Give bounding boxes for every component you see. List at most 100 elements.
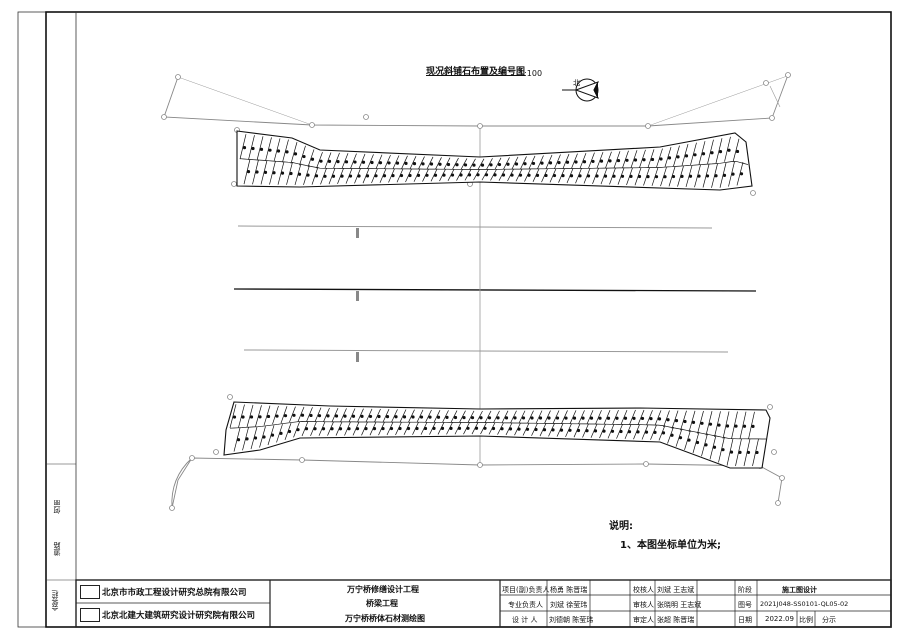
org-logo-1 bbox=[80, 585, 100, 599]
upper-stone-stone-mark bbox=[242, 146, 247, 150]
upper-stone-stone-mark bbox=[731, 172, 735, 176]
lower-stone-joint bbox=[306, 407, 313, 422]
upper-stone-stone-mark bbox=[272, 171, 276, 175]
check-1: 校核人 bbox=[633, 586, 654, 594]
lower-stone-joint bbox=[280, 406, 288, 424]
upper-stone-joint bbox=[477, 158, 485, 170]
lower-stone-joint bbox=[297, 406, 305, 422]
org-name-1: 北京市市政工程设计研究总院有限公司 bbox=[102, 588, 247, 598]
lower-stone-stone-mark bbox=[712, 445, 717, 449]
lower-stone-stone-mark bbox=[657, 417, 662, 421]
upper-stone-stone-mark bbox=[701, 152, 706, 156]
upper-stone-stone-mark bbox=[654, 175, 659, 179]
upper-stone-joint bbox=[656, 148, 663, 168]
lower-stone-stone-mark bbox=[734, 424, 738, 428]
lower-stone-stone-mark bbox=[606, 416, 611, 420]
lower-stone-stone-mark bbox=[462, 415, 466, 420]
lower-stone-stone-mark bbox=[360, 414, 364, 418]
upper-bridge-outline bbox=[163, 74, 789, 127]
upper-stone-joint bbox=[265, 137, 272, 162]
lower-stone-joint bbox=[561, 410, 568, 424]
lower-stone-stone-mark bbox=[632, 416, 636, 420]
upper-stone-joint bbox=[418, 156, 425, 170]
date-label: 日期 bbox=[738, 616, 752, 624]
upper-stone-stone-mark bbox=[501, 173, 506, 177]
lower-stone-joint bbox=[578, 410, 585, 425]
upper-stone-stone-mark bbox=[246, 170, 251, 174]
upper-stone-stone-mark bbox=[540, 161, 544, 165]
lower-stone-joint bbox=[374, 408, 381, 423]
upper-stone-stone-mark bbox=[476, 173, 480, 177]
upper-stone-joint bbox=[290, 142, 298, 164]
lower-stone-stone-mark bbox=[585, 429, 589, 433]
lower-stone-joint bbox=[450, 410, 458, 423]
upper-stone-joint bbox=[443, 157, 451, 170]
upper-stone-stone-mark bbox=[404, 161, 408, 165]
upper-stone-joint bbox=[324, 152, 332, 169]
lower-stone-stone-mark bbox=[483, 426, 487, 430]
lower-stone-joint bbox=[654, 410, 662, 426]
upper-stone-joint bbox=[639, 149, 646, 168]
upper-stone-stone-mark bbox=[357, 174, 361, 178]
lower-stone-joint bbox=[603, 410, 611, 425]
lower-stone-stone-mark bbox=[266, 414, 271, 419]
lower-stone-stone-mark bbox=[479, 416, 483, 420]
lower-stone-joint bbox=[595, 410, 602, 425]
upper-stone-stone-mark bbox=[650, 157, 655, 162]
lower-stone-stone-mark bbox=[415, 426, 419, 431]
lower-stone-stone-mark bbox=[551, 428, 555, 432]
lower-stone-stone-mark bbox=[270, 433, 275, 437]
upper-stone-stone-mark bbox=[552, 173, 557, 178]
lower-stone-grid bbox=[229, 404, 766, 467]
lower-stone-joint bbox=[510, 410, 517, 424]
lower-stone-joint bbox=[612, 409, 619, 425]
upper-stone-joint bbox=[256, 136, 264, 161]
lower-stone-stone-mark bbox=[644, 430, 649, 434]
lower-stone-joint bbox=[535, 410, 543, 424]
upper-stone-stone-mark bbox=[370, 160, 374, 165]
upper-stone-band bbox=[236, 130, 753, 191]
lower-stone-joint bbox=[459, 410, 466, 423]
upper-stone-stone-mark bbox=[459, 173, 463, 177]
upper-stone-stone-mark bbox=[688, 174, 693, 178]
check-2: 审核人 bbox=[633, 601, 654, 609]
lower-stone-stone-mark bbox=[258, 415, 262, 419]
lower-stone-joint bbox=[705, 411, 713, 436]
lower-stone-stone-mark bbox=[623, 416, 628, 420]
upper-stone-stone-mark bbox=[395, 161, 400, 165]
lower-stone-stone-mark bbox=[530, 416, 534, 420]
lower-stone-stone-mark bbox=[534, 427, 538, 432]
lower-stone-stone-mark bbox=[419, 415, 424, 419]
lower-stone-stone-mark bbox=[717, 423, 721, 427]
lower-stone-stone-mark bbox=[313, 427, 317, 431]
upper-stone-joint bbox=[435, 157, 442, 170]
lower-stone-stone-mark bbox=[326, 414, 330, 418]
upper-stone-joint bbox=[239, 134, 247, 160]
upper-stone-stone-mark bbox=[285, 150, 289, 154]
upper-stone-stone-mark bbox=[297, 172, 302, 176]
upper-stone-stone-mark bbox=[565, 160, 570, 164]
upper-stone-stone-mark bbox=[510, 173, 514, 177]
upper-stone-stone-mark bbox=[387, 161, 391, 165]
drawing-scale: 1:100 bbox=[519, 69, 543, 78]
upper-stone-joint bbox=[375, 154, 383, 169]
lower-stone-joint bbox=[688, 410, 696, 433]
lower-stone-stone-mark bbox=[351, 414, 356, 418]
upper-stone-stone-mark bbox=[412, 161, 417, 166]
upper-stone-stone-mark bbox=[535, 173, 540, 177]
upper-stone-stone-mark bbox=[735, 149, 740, 154]
upper-stone-stone-mark bbox=[378, 161, 383, 165]
upper-stone-stone-mark bbox=[578, 174, 582, 178]
lower-stone-stone-mark bbox=[589, 416, 594, 420]
upper-stone-stone-mark bbox=[642, 158, 646, 162]
upper-stone-joint bbox=[273, 138, 281, 162]
lower-stone-stone-mark bbox=[436, 415, 441, 419]
title-block bbox=[75, 579, 892, 628]
upper-stone-joint bbox=[562, 153, 570, 169]
lower-stone-course-line bbox=[229, 421, 766, 440]
lower-stone-stone-mark bbox=[428, 415, 432, 419]
upper-stone-stone-mark bbox=[344, 160, 349, 164]
upper-stone-joint bbox=[520, 156, 527, 170]
lower-stone-stone-mark bbox=[249, 415, 254, 419]
upper-stone-stone-mark bbox=[399, 173, 404, 178]
